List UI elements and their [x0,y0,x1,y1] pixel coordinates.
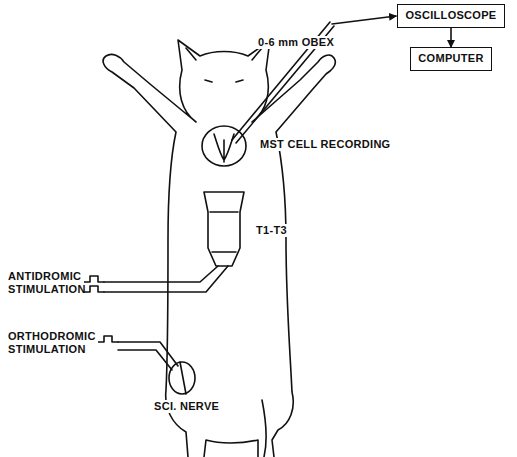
annotation-label: T1-T3 [254,224,289,237]
annotation-label: ORTHODROMIC STIMULATION [6,330,98,356]
cat-outline [103,40,335,457]
annotation-label: 0-6 mm OBEX [256,36,336,49]
box-label: OSCILLOSCOPE [406,9,497,22]
signal-arrow [450,28,452,47]
box-label: COMPUTER [418,52,483,65]
stim-wire [118,342,178,370]
pulse-symbol [98,336,118,342]
stim-wire [104,266,228,292]
pulse-symbol [84,276,104,292]
annotation-label: MST CELL RECORDING [258,138,392,151]
device-box: OSCILLOSCOPE [397,4,505,28]
device-box: COMPUTER [410,47,492,71]
annotation-label: SCI. NERVE [152,400,221,413]
sciatic-nerve [169,362,195,394]
spinal-cord [204,192,244,266]
annotation-label: ANTIDROMIC STIMULATION [6,270,84,296]
